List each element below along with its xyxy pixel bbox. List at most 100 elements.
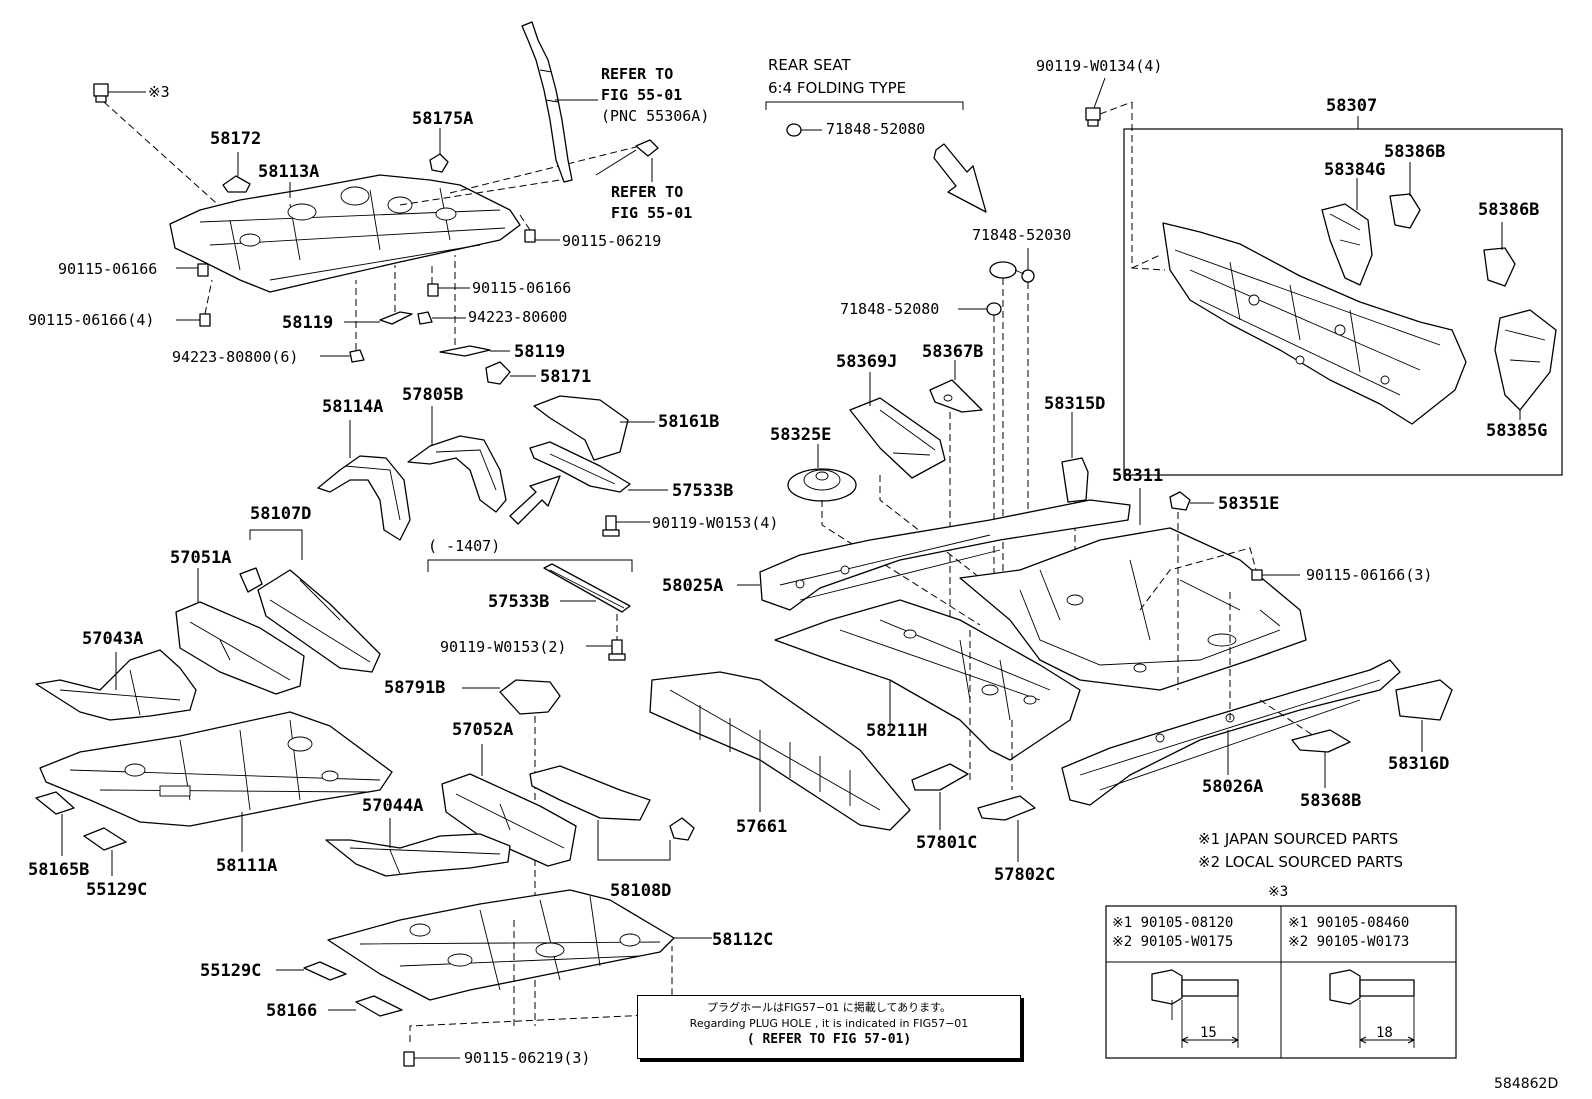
part-58367b-shape	[929, 379, 983, 413]
part-58315d-shape	[1061, 457, 1089, 503]
part-58791b-shape	[499, 679, 561, 715]
legend-japan-sourced: ※1 JAPAN SOURCED PARTS	[1198, 830, 1399, 848]
label-58107d: 58107D	[250, 504, 312, 524]
part-57533b-1-shape	[529, 441, 631, 493]
clip-58351e-icon	[1169, 491, 1191, 511]
part-57802c-shape	[977, 795, 1036, 821]
clip-71848-52030-icon	[989, 261, 1035, 283]
bolt-90119-w0134-icon	[1085, 107, 1101, 127]
part-58368b-shape	[1291, 729, 1351, 753]
label-55129c-1: 55129C	[86, 880, 148, 900]
nut-94223-80800-icon	[349, 349, 365, 363]
bolt-90115-06166-4-icon	[199, 313, 211, 327]
group-frame-58307	[1123, 128, 1563, 476]
part-57801c-shape	[911, 763, 969, 791]
label-57805b: 57805B	[402, 385, 464, 405]
label-58114a: 58114A	[322, 397, 384, 417]
part-58165b-shape	[35, 791, 75, 815]
part-58107d-b-shape	[257, 569, 381, 673]
bolt-table-col2-row2: ※2 90105-W0173	[1288, 934, 1410, 950]
label-57661: 57661	[736, 817, 788, 837]
part-58161b-shape	[533, 395, 629, 461]
label-71848-52030: 71848-52030	[972, 226, 1072, 244]
bolt-table-col1-row1: ※1 90105-08120	[1112, 915, 1234, 931]
label-71848-52080-2: 71848-52080	[840, 300, 940, 318]
callout-rear-seat-2: 6:4 FOLDING TYPE	[768, 79, 907, 97]
label-58111a: 58111A	[216, 856, 278, 876]
plug-note-en: Regarding PLUG HOLE , it is indicated in…	[689, 1017, 969, 1030]
label-71848-52080-1: 71848-52080	[826, 120, 926, 138]
plug-note-jp: プラグホールはFIG57−01 に掲載してあります。	[706, 1001, 952, 1014]
label-58325e: 58325E	[770, 425, 832, 445]
nut-94223-80600-icon	[417, 311, 433, 325]
label-57533b-2: 57533B	[488, 592, 550, 612]
part-58108d-a-shape	[529, 765, 651, 821]
part-58172-shape	[222, 175, 251, 193]
label-58175a: 58175A	[412, 109, 474, 129]
part-58386b-2-shape	[1483, 247, 1516, 287]
label-90119-w0134: 90119-W0134(4)	[1036, 57, 1163, 75]
diagram-id: 584862D	[1494, 1076, 1559, 1092]
label-58367b: 58367B	[922, 342, 984, 362]
label-58119-2: 58119	[514, 342, 566, 362]
label-58172: 58172	[210, 129, 262, 149]
part-58113a-shape	[169, 174, 521, 293]
label-58112c: 58112C	[712, 930, 774, 950]
label-57044a: 57044A	[362, 796, 424, 816]
part-58166-shape	[355, 995, 403, 1017]
callout-refer-fig55-top-1: REFER TO	[601, 65, 674, 83]
plug-note-ref: ( REFER TO FIG 57-01)	[746, 1032, 912, 1047]
direction-arrow-small	[509, 475, 561, 525]
part-55129c-2-shape	[303, 961, 347, 981]
bolt-table-title: ※3	[1268, 884, 1289, 900]
callout-refer-fig55-mid-1: REFER TO	[611, 183, 684, 201]
label-58316d: 58316D	[1388, 754, 1450, 774]
label-58171: 58171	[540, 367, 592, 387]
part-58112c-shape	[327, 889, 675, 1001]
part-58171-shape	[485, 361, 511, 385]
clip-71848-52080-2-icon	[986, 302, 1002, 316]
bolt-table-col1-row2: ※2 90105-W0175	[1112, 934, 1234, 950]
label-58315d: 58315D	[1044, 394, 1106, 414]
label-90115-06219-3: 90115-06219(3)	[464, 1049, 591, 1067]
label-58161b: 58161B	[658, 412, 720, 432]
part-58107d-a-shape	[239, 567, 263, 593]
bolt-dim-15: 15	[1200, 1025, 1217, 1041]
part-58384g-shape	[1321, 203, 1373, 286]
callout-rear-seat-1: REAR SEAT	[768, 56, 851, 74]
bolt-90119-w0153-2-icon	[608, 639, 626, 661]
part-57533b-2-shape	[543, 563, 631, 613]
bolt-size-table	[1105, 905, 1457, 1059]
bolt-90119-w0153-4-icon	[602, 515, 620, 537]
part-58108d-b-shape	[669, 817, 695, 841]
label-58368b: 58368B	[1300, 791, 1362, 811]
bolt-90115-06219-icon	[524, 229, 536, 243]
label-90115-06166-4: 90115-06166(4)	[28, 311, 155, 329]
part-57661-shape	[649, 671, 911, 831]
callout-refer-fig55-top-2: FIG 55-01	[601, 86, 683, 104]
label-58386b-2: 58386B	[1478, 200, 1540, 220]
label-58384g: 58384G	[1324, 160, 1386, 180]
label-90119-w0153-2: 90119-W0153(2)	[440, 638, 567, 656]
label-58211h: 58211H	[866, 721, 928, 741]
part-58114a-shape	[317, 455, 411, 541]
label-94223-80600: 94223-80600	[468, 308, 568, 326]
label-58108d: 58108D	[610, 881, 672, 901]
label-57052a: 57052A	[452, 720, 514, 740]
part-55129c-1-shape	[83, 827, 127, 851]
label-58026a: 58026A	[1202, 777, 1264, 797]
bolt-dim-18: 18	[1376, 1025, 1393, 1041]
bolt-90115-06219-3-icon	[403, 1051, 415, 1067]
label-90119-w0153-4: 90119-W0153(4)	[652, 514, 779, 532]
part-58385g-shape	[1494, 309, 1557, 411]
label-58385g: 58385G	[1486, 421, 1548, 441]
bolt-mark3-icon	[93, 83, 109, 103]
label-94223-80800: 94223-80800(6)	[172, 348, 299, 366]
label-90115-06166-b: 90115-06166	[472, 279, 572, 297]
part-58211h-shape	[774, 599, 1081, 761]
part-58025a-shape	[759, 499, 1131, 611]
part-58026a-shape	[1061, 659, 1401, 806]
callout-refer-fig55-mid-2: FIG 55-01	[611, 204, 693, 222]
label-58307: 58307	[1326, 96, 1378, 116]
label-58791b: 58791B	[384, 678, 446, 698]
